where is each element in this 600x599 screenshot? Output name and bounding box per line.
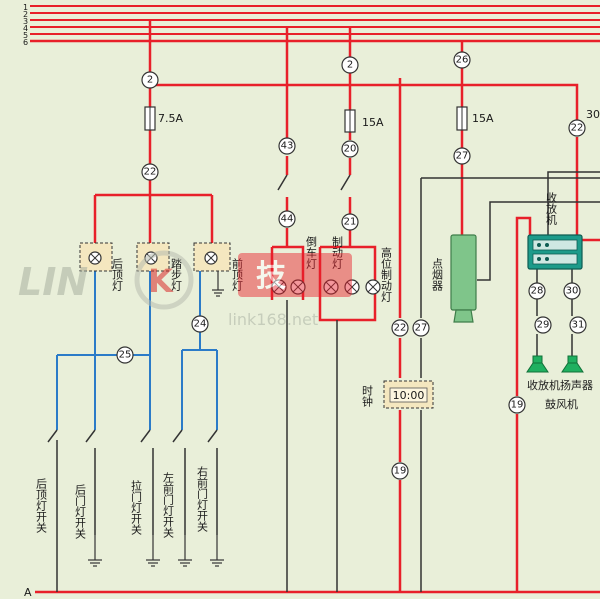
svg-text:27: 27 xyxy=(415,323,428,334)
neutral-wiring xyxy=(56,171,600,592)
svg-text:20: 20 xyxy=(344,144,357,155)
radio-speaker-label: 收放机扬声器 xyxy=(527,378,593,392)
connector-circle: 19 xyxy=(508,396,526,414)
door-switches xyxy=(47,429,218,535)
fuse-label: 7.5A xyxy=(158,112,183,125)
svg-text:21: 21 xyxy=(344,217,357,228)
bus-number: 1 xyxy=(23,3,28,12)
rear-dome-light xyxy=(79,242,113,272)
connector-circle: 22 xyxy=(141,163,159,181)
svg-text:29: 29 xyxy=(537,320,550,331)
brake-lights xyxy=(323,279,381,295)
clock-display: 10:00 xyxy=(393,389,425,402)
svg-text:19: 19 xyxy=(394,466,407,477)
svg-text:28: 28 xyxy=(531,286,544,297)
ground-wiring xyxy=(56,270,218,430)
svg-text:31: 31 xyxy=(572,320,585,331)
radio-label: 收放机 xyxy=(545,191,558,225)
svg-text:26: 26 xyxy=(456,55,469,66)
connector-circle: 2 xyxy=(341,56,359,74)
bus-number: 2 xyxy=(23,10,28,19)
reverse-lights xyxy=(271,279,306,295)
svg-text:25: 25 xyxy=(119,350,132,361)
radio-unit xyxy=(527,234,583,270)
fuse-label: 15A xyxy=(362,116,384,129)
switch-label: 拉门灯开关 xyxy=(130,479,143,536)
switch-label: 后门灯开关 xyxy=(74,484,87,540)
ground-symbols xyxy=(88,270,224,567)
connector-circle: 28 xyxy=(528,282,546,300)
connector-circle: 44 xyxy=(278,210,296,228)
front-dome-label: 前顶灯 xyxy=(231,257,244,291)
connector-circle: 43 xyxy=(278,137,296,155)
connector-circle: 20 xyxy=(341,140,359,158)
clock-label: 时钟 xyxy=(361,385,374,408)
high-brake-label: 高位制动灯 xyxy=(380,246,393,302)
svg-text:2: 2 xyxy=(347,60,353,71)
radio-speaker xyxy=(526,355,549,373)
fuse-label: 15A xyxy=(472,112,494,125)
svg-text:2: 2 xyxy=(147,75,153,86)
connectors: 2 22 43 44 2 20 21 26 27 22 24 25 22 27 … xyxy=(116,51,600,480)
bus-number: 5 xyxy=(23,31,28,40)
svg-text:44: 44 xyxy=(281,214,294,225)
connector-circle: 27 xyxy=(412,319,430,337)
watermark-logo: LIN K 技 link168.net xyxy=(18,250,352,329)
clock: 10:00 xyxy=(383,380,434,409)
top-bus: 1 2 3 4 5 6 xyxy=(23,3,600,47)
svg-text:22: 22 xyxy=(571,123,584,134)
svg-text:19: 19 xyxy=(511,400,524,411)
fuse: 15A xyxy=(456,106,494,131)
fuse: 15A xyxy=(344,109,384,133)
connector-circle: 31 xyxy=(569,316,587,334)
watermark-text-left: LIN xyxy=(18,260,88,304)
watermark-url: link168.net xyxy=(228,310,318,329)
bus-a-label: A xyxy=(24,586,32,599)
connector-circle: 30 xyxy=(563,282,581,300)
svg-text:43: 43 xyxy=(281,141,294,152)
blower-label: 鼓风机 xyxy=(545,397,578,411)
bus-number: 4 xyxy=(23,24,28,33)
bus-number: 6 xyxy=(23,38,28,47)
lighter-label: 点烟器 xyxy=(431,258,444,292)
front-dome-light xyxy=(193,242,231,272)
reverse-label: 倒车灯 xyxy=(305,236,318,269)
connector-circle: 21 xyxy=(341,213,359,231)
step-label: 踏步灯 xyxy=(170,257,183,291)
watermark-text-k: K xyxy=(148,262,174,300)
radio-speaker xyxy=(561,355,584,373)
connector-circle: 2 xyxy=(141,71,159,89)
svg-text:27: 27 xyxy=(456,151,469,162)
connector-label-partial: 30 xyxy=(586,108,600,121)
svg-text:30: 30 xyxy=(566,286,579,297)
connector-circle: 19 xyxy=(391,462,409,480)
fuse: 7.5A xyxy=(144,106,183,131)
connector-circle: 26 xyxy=(453,51,471,69)
svg-text:24: 24 xyxy=(194,319,207,330)
inline-switches xyxy=(277,174,351,191)
switch-label: 右前门灯开关 xyxy=(196,465,209,533)
svg-text:22: 22 xyxy=(144,167,157,178)
vertical-labels: 后顶灯 踏步灯 前顶灯 倒车灯 制动灯 高位制动灯 点烟器 时钟 后顶灯开关 后… xyxy=(35,236,444,540)
connector-circle: 27 xyxy=(453,147,471,165)
rear-dome-label: 后顶灯 xyxy=(111,258,124,291)
connector-circle: 29 xyxy=(534,316,552,334)
cigarette-lighter xyxy=(450,234,477,323)
connector-circle: 24 xyxy=(191,315,209,333)
bottom-bus: A xyxy=(24,586,600,599)
watermark-text-center: 技 xyxy=(256,259,286,294)
svg-text:22: 22 xyxy=(394,323,407,334)
brake-label: 制动灯 xyxy=(331,236,344,269)
connector-circle: 22 xyxy=(568,119,586,137)
connector-circle: 22 xyxy=(391,319,409,337)
switch-label: 后顶灯开关 xyxy=(35,478,48,534)
switch-label: 左前门灯开关 xyxy=(162,472,175,539)
connector-circle: 25 xyxy=(116,346,134,364)
bus-number: 3 xyxy=(23,17,28,26)
